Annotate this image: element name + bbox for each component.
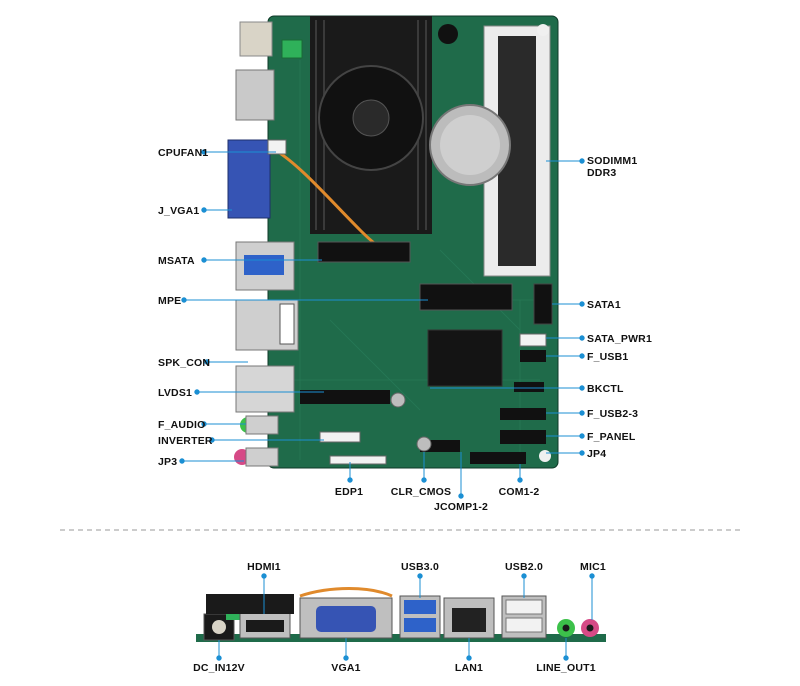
- label-sata1: SATA1: [587, 299, 621, 311]
- usb3-slot-2: [404, 618, 436, 632]
- mount-hole-tr: [537, 24, 549, 36]
- vga-port-top: [227, 139, 271, 219]
- mic-hole: [586, 624, 594, 632]
- mount-hole-br: [539, 450, 551, 462]
- power-jack-top: [239, 21, 273, 57]
- usb2-slot-2: [505, 617, 543, 633]
- label-j-vga1: J_VGA1: [158, 205, 200, 217]
- line-out-hole: [562, 624, 570, 632]
- standoff-1: [390, 392, 406, 408]
- leader-lines-top: [179, 149, 585, 499]
- label-bkctl: BKCTL: [587, 383, 624, 395]
- label-com1-2: COM1-2: [498, 486, 540, 498]
- label-jp3: JP3: [158, 456, 178, 468]
- label-f-audio: F_AUDIO: [158, 419, 206, 431]
- leader-lines-io: [216, 573, 595, 661]
- label-lan1: LAN1: [454, 662, 484, 674]
- fan-cable-io: [299, 587, 393, 598]
- label-mpe: MPE: [158, 295, 182, 307]
- label-spk-con: SPK_CON: [158, 357, 211, 369]
- f-usb1-header: [520, 350, 546, 362]
- usb3-insert: [244, 255, 284, 275]
- standoff-2: [416, 436, 432, 452]
- usb2-slot-1: [505, 599, 543, 615]
- label-mic1: MIC1: [580, 561, 606, 573]
- buzzer: [438, 24, 458, 44]
- msata-slot: [317, 241, 411, 263]
- label-sodimm1: SODIMM1: [587, 155, 638, 167]
- motherboard-top-view: [227, 15, 559, 469]
- terminal-block: [281, 39, 303, 59]
- cmos-battery-inner: [440, 115, 500, 175]
- label-dc-in12v: DC_IN12V: [193, 662, 245, 674]
- bkctl-header: [514, 382, 544, 392]
- label-f-usb1: F_USB1: [587, 351, 629, 363]
- hdmi-port-top: [235, 69, 275, 121]
- lan-label-sticker: [279, 303, 295, 345]
- label-usb3: USB3.0: [401, 561, 439, 573]
- label-lvds1: LVDS1: [158, 387, 193, 399]
- sata-connector: [533, 283, 553, 325]
- vga-blue: [316, 606, 376, 632]
- label-clr-cmos: CLR_CMOS: [390, 486, 452, 498]
- lan-socket: [452, 608, 486, 632]
- inverter-header: [319, 431, 361, 443]
- com-header: [470, 452, 526, 464]
- audio-jack-body-1: [245, 415, 279, 435]
- usb2-port-top: [235, 365, 295, 413]
- hdmi-housing: [206, 594, 294, 614]
- label-sata-pwr1: SATA_PWR1: [587, 333, 652, 345]
- usb3-slot-1: [404, 600, 436, 614]
- cpu-fan-hub: [352, 99, 390, 137]
- label-f-panel: F_PANEL: [587, 431, 636, 443]
- io-panel-view: [196, 587, 606, 642]
- label-ddr3: DDR3: [587, 167, 617, 179]
- lvds-header: [300, 390, 390, 404]
- hdmi-inner: [246, 620, 284, 632]
- chipset: [427, 329, 503, 387]
- label-inverter: INVERTER: [158, 435, 213, 447]
- edp-connector: [329, 455, 387, 465]
- label-jcomp1-2: JCOMP1-2: [433, 501, 489, 513]
- label-line-out1: LINE_OUT1: [536, 662, 596, 674]
- label-msata: MSATA: [158, 255, 195, 267]
- mpe-slot: [419, 283, 513, 311]
- label-f-usb2-3: F_USB2-3: [587, 408, 639, 420]
- label-hdmi1: HDMI1: [247, 561, 281, 573]
- dc-jack-hole: [212, 620, 226, 634]
- f-panel-header: [500, 430, 546, 444]
- sata-power-connector: [519, 333, 547, 347]
- label-edp1: EDP1: [334, 486, 364, 498]
- f-usb23-header: [500, 408, 546, 420]
- audio-jack-body-2: [245, 447, 279, 467]
- fan-connector: [267, 139, 287, 155]
- label-vga1: VGA1: [331, 662, 361, 674]
- label-jp4: JP4: [587, 448, 607, 460]
- label-cpufan1: CPUFAN1: [158, 147, 209, 159]
- label-usb2: USB2.0: [505, 561, 543, 573]
